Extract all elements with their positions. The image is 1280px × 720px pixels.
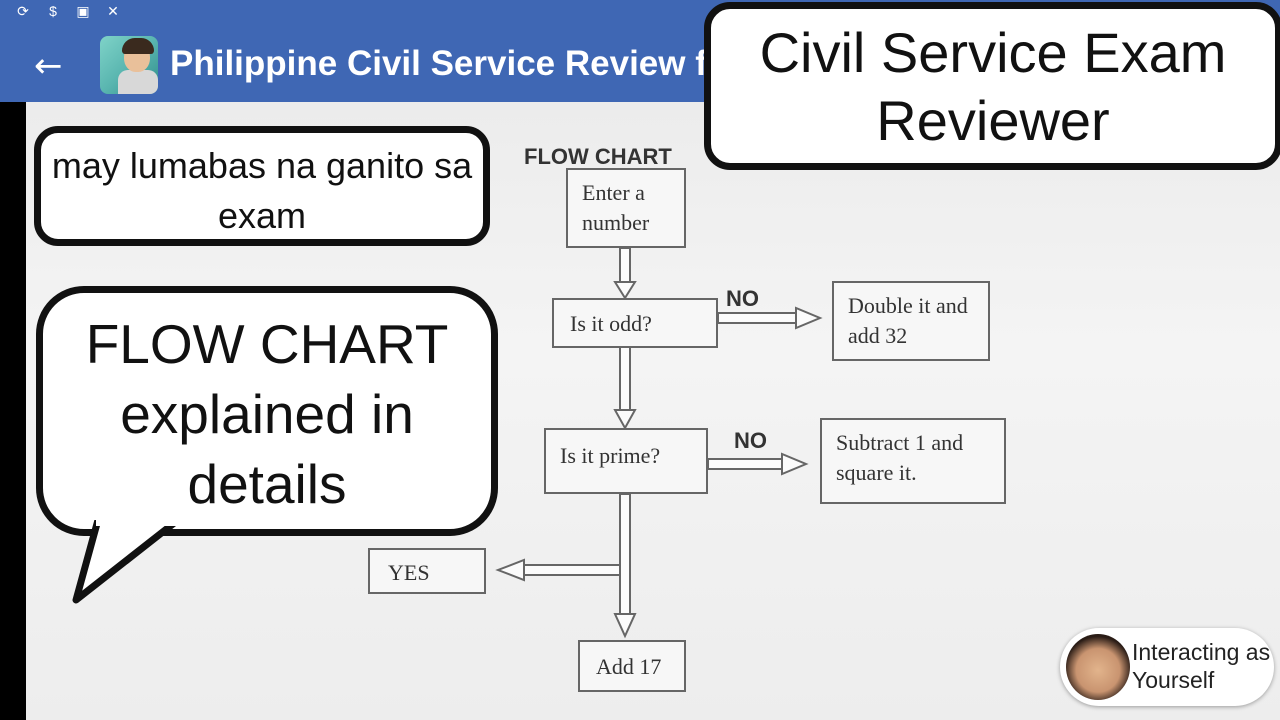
title-callout: Civil Service Exam Reviewer	[704, 2, 1280, 170]
connector-prime-no	[707, 458, 785, 470]
arrowhead-prime-no	[781, 452, 809, 476]
channel-badge[interactable]: Interacting as Yourself	[1060, 628, 1274, 706]
connector-odd-prime	[619, 345, 631, 413]
arrowhead-yes	[495, 558, 525, 582]
box-add-17: Add 17	[578, 640, 686, 692]
app-title: Philippine Civil Service Review for	[170, 44, 730, 83]
box-enter-number: Enter a number	[566, 168, 686, 248]
note-callout: may lumabas na ganito sa exam	[34, 126, 490, 246]
box-yes: YES	[368, 548, 486, 594]
sync-icon: ⟳	[17, 3, 29, 19]
bug-icon: ✕	[107, 3, 119, 19]
box-subtract-square: Subtract 1 and square it.	[820, 418, 1006, 504]
image-icon: ▣	[76, 3, 90, 19]
box-is-it-odd: Is it odd?	[552, 298, 718, 348]
avatar	[1066, 634, 1130, 700]
dollar-icon: $	[49, 3, 57, 19]
channel-name: Interacting as Yourself	[1132, 639, 1271, 693]
arrowhead-prime-add	[613, 613, 637, 639]
speech-bubble: FLOW CHART explained in details	[36, 286, 498, 536]
speech-bubble-tail	[72, 520, 182, 604]
connector-prime-add	[619, 493, 631, 617]
arrowhead-odd-no	[795, 306, 823, 330]
arrowhead-start-odd	[613, 281, 637, 300]
connector-odd-no	[717, 312, 799, 324]
flowchart-heading: FLOW CHART	[524, 144, 672, 169]
status-bar: ⟳ $ ▣ ✕	[14, 0, 122, 22]
connector-start-odd	[619, 247, 631, 285]
arrowhead-odd-prime	[613, 409, 637, 431]
label-odd-no: NO	[726, 286, 759, 311]
back-arrow-icon[interactable]: ←	[34, 46, 63, 86]
box-is-it-prime: Is it prime?	[544, 428, 708, 494]
app-logo	[100, 36, 158, 94]
label-prime-no: NO	[734, 428, 767, 453]
box-double-add-32: Double it and add 32	[832, 281, 990, 361]
connector-yes	[521, 564, 621, 576]
